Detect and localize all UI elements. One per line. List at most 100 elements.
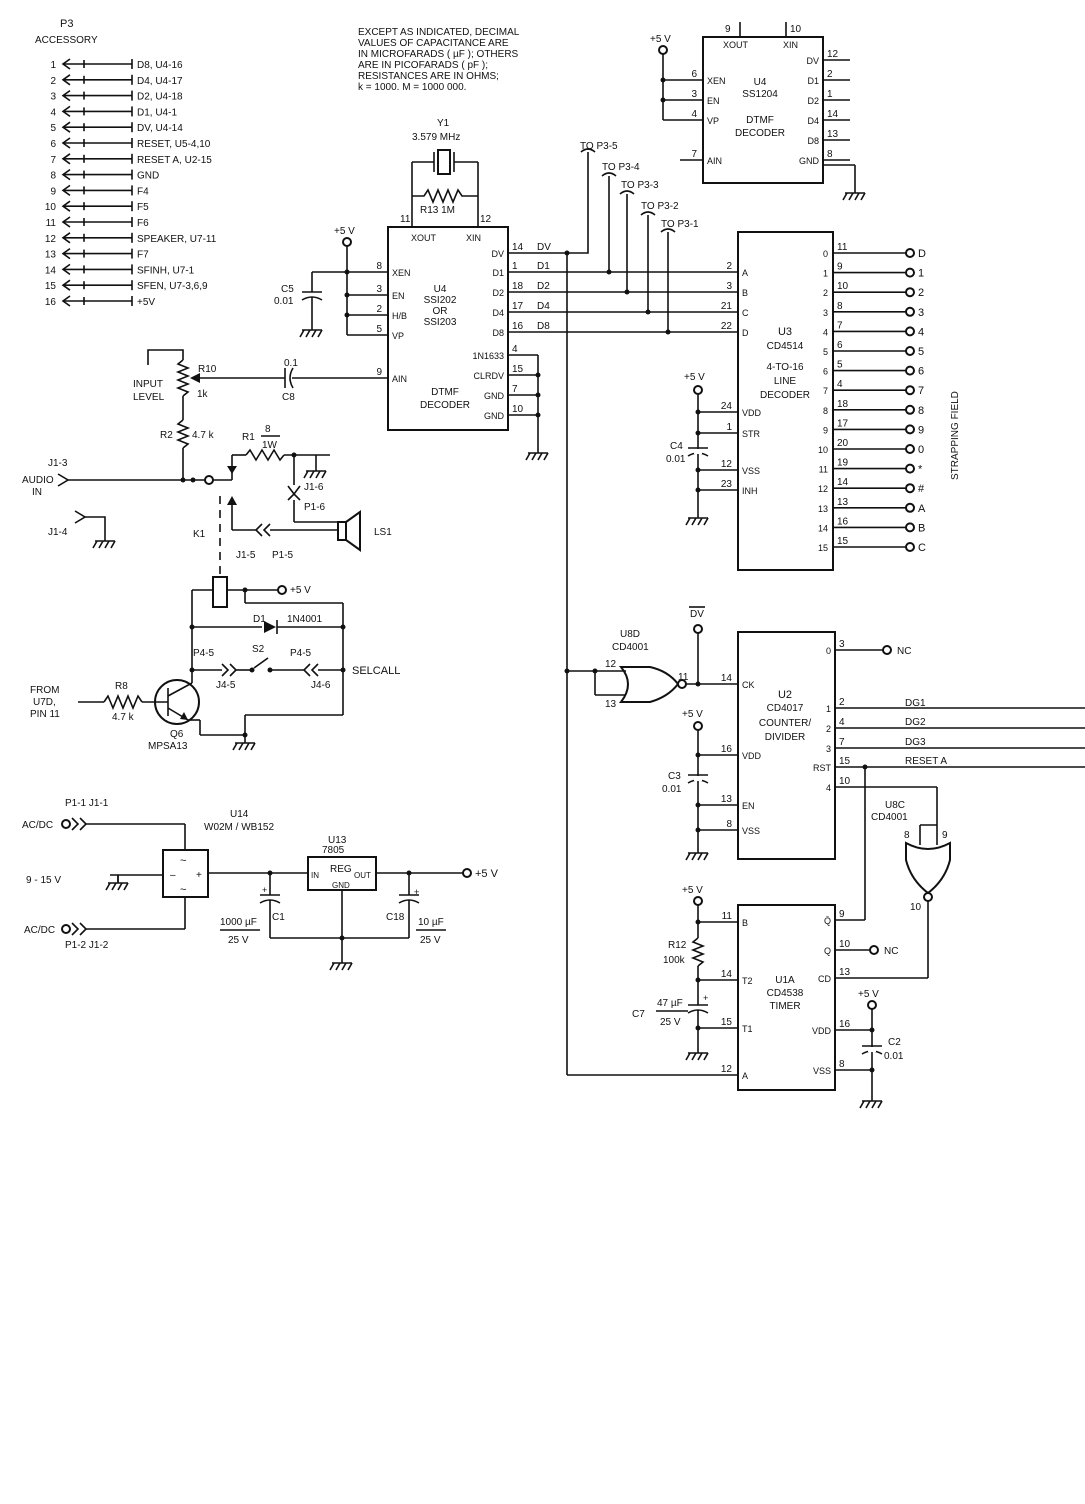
c8-value: 0.1 bbox=[284, 358, 298, 369]
u3-strap-terminal bbox=[905, 424, 915, 435]
u2-pin-number: 10 bbox=[839, 776, 851, 787]
u4-xin: XIN bbox=[466, 233, 481, 243]
to-p3-5: TO P3-5 bbox=[580, 141, 618, 152]
u4-part1: SSI202 bbox=[424, 295, 457, 306]
u2-pin-number: 16 bbox=[721, 744, 733, 755]
u3-pin-number: 24 bbox=[721, 401, 733, 412]
u8c-pin10: 10 bbox=[910, 902, 922, 913]
u2-dg3: DG3 bbox=[905, 737, 926, 748]
u3-output-pin: 17 bbox=[837, 418, 849, 429]
u4b-pin-name: EN bbox=[707, 96, 720, 106]
u3-output-name: 13 bbox=[818, 504, 828, 514]
u3-pin-number: 3 bbox=[726, 281, 732, 292]
u4-func2: DECODER bbox=[420, 400, 470, 411]
p3-pin-label: D2, U4-18 bbox=[137, 92, 183, 103]
u3-output-name: 0 bbox=[823, 249, 828, 259]
u1a-part: CD4538 bbox=[767, 988, 804, 999]
u4-xout: XOUT bbox=[411, 233, 437, 243]
u3-pin-number: 21 bbox=[721, 301, 733, 312]
p3-pin-label: F7 bbox=[137, 250, 149, 261]
u4b-pin-name: XEN bbox=[707, 76, 726, 86]
u3-strap-terminal bbox=[905, 248, 915, 258]
c2-value: 0.01 bbox=[884, 1051, 904, 1062]
u4-pin-name: XEN bbox=[392, 268, 411, 278]
q6-from2: U7D, bbox=[33, 697, 56, 708]
u4b-func1: DTMF bbox=[746, 115, 774, 126]
u3-output-name: 5 bbox=[823, 347, 828, 357]
p3-pin-label: SFINH, U7-1 bbox=[137, 265, 195, 276]
u1a-pin-name: Q̄ bbox=[824, 916, 831, 926]
u4b-plus5-label: +5 V bbox=[650, 34, 671, 45]
q6-ref: Q6 bbox=[170, 729, 184, 740]
u4-part2: SSI203 bbox=[424, 317, 457, 328]
u3-output-pin: 14 bbox=[837, 477, 849, 488]
u2-func1: COUNTER/ bbox=[759, 718, 811, 729]
u3-func1: 4-TO-16 bbox=[766, 362, 803, 373]
audio-j13: J1-3 bbox=[48, 458, 68, 469]
audio-label1: AUDIO bbox=[22, 475, 54, 486]
u2-nc: NC bbox=[897, 646, 911, 657]
switch-s2: S2 bbox=[252, 644, 265, 655]
to-p3-1: TO P3-1 bbox=[661, 219, 699, 230]
u3-pin-number: 22 bbox=[721, 321, 733, 332]
r2-value: 4.7 k bbox=[192, 430, 215, 441]
p3-pin-number: 16 bbox=[45, 297, 57, 308]
u4-pin-number: 7 bbox=[512, 384, 518, 395]
u2-part: CD4017 bbox=[767, 703, 804, 714]
u3-strap-terminal bbox=[905, 463, 915, 474]
to-p3-2: TO P3-2 bbox=[641, 201, 679, 212]
u4-ss1204-decoder-ic: 9 10 XOUT XIN U4 SS1204 DTMF DECODER 6XE… bbox=[650, 22, 866, 201]
u3-strap-key: # bbox=[918, 483, 925, 495]
u8c-pin8: 8 bbox=[904, 830, 910, 841]
y1-value: 3.579 MHz bbox=[412, 132, 460, 143]
u3-strap-key: 4 bbox=[918, 326, 924, 338]
q6-from3: PIN 11 bbox=[30, 709, 60, 720]
u8d-pin11: 11 bbox=[678, 672, 689, 683]
u13-part: 7805 bbox=[322, 845, 345, 856]
u4b-pin-name: D4 bbox=[807, 116, 819, 126]
u3-strap-key: 1 bbox=[918, 268, 924, 280]
c7-value2: 25 V bbox=[660, 1017, 681, 1028]
c18-ref: C18 bbox=[386, 912, 405, 923]
u2-pin-name: 1 bbox=[826, 704, 831, 714]
u2-ref: U2 bbox=[778, 689, 792, 701]
u4-pin-name: D1 bbox=[492, 268, 504, 278]
u4-pin-name: D2 bbox=[492, 288, 504, 298]
u3-strap-key: 3 bbox=[918, 307, 924, 319]
c4-ref: C4 bbox=[670, 441, 683, 452]
u3-output-name: 15 bbox=[818, 543, 828, 553]
u4-func1: DTMF bbox=[431, 387, 459, 398]
u4b-pin-name: VP bbox=[707, 116, 719, 126]
u8d-ref: U8D bbox=[620, 629, 640, 640]
u8d-dvbar: DV bbox=[690, 609, 704, 620]
note-line-4: ARE IN PICOFARADS ( pF ); bbox=[358, 60, 488, 71]
r8-value: 4.7 k bbox=[112, 712, 135, 723]
u2-plus5-label: +5 V bbox=[682, 709, 703, 720]
jack-p16: P1-6 bbox=[304, 502, 326, 513]
u3-ref: U3 bbox=[778, 326, 792, 338]
ps-plus5-label: +5 V bbox=[475, 868, 499, 880]
u3-strap-key: 9 bbox=[918, 424, 924, 436]
u4-plus5-label: +5 V bbox=[334, 226, 355, 237]
u3-output-name: 6 bbox=[823, 367, 828, 377]
r13-label: R13 1M bbox=[420, 205, 455, 216]
ps-vin: 9 - 15 V bbox=[26, 875, 61, 886]
u3-strap-key: * bbox=[918, 464, 923, 476]
crystal-y1: Y1 3.579 MHz R13 1M 11 12 bbox=[400, 118, 492, 227]
u1a-nc: NC bbox=[884, 946, 898, 957]
u2-dg2: DG2 bbox=[905, 717, 926, 728]
c18-value1: 10 µF bbox=[418, 917, 444, 928]
ps-acdc1: AC/DC bbox=[22, 820, 53, 831]
c1-plus: + bbox=[262, 885, 267, 895]
u14-ref: U14 bbox=[230, 809, 249, 820]
u4-pin-number: 2 bbox=[376, 304, 382, 315]
u3-output-pin: 8 bbox=[837, 301, 843, 312]
u3-part: CD4514 bbox=[767, 341, 804, 352]
u4b-pin-number: 2 bbox=[827, 69, 833, 80]
k1-label: K1 bbox=[193, 529, 206, 540]
u3-pin-name: INH bbox=[742, 486, 758, 496]
